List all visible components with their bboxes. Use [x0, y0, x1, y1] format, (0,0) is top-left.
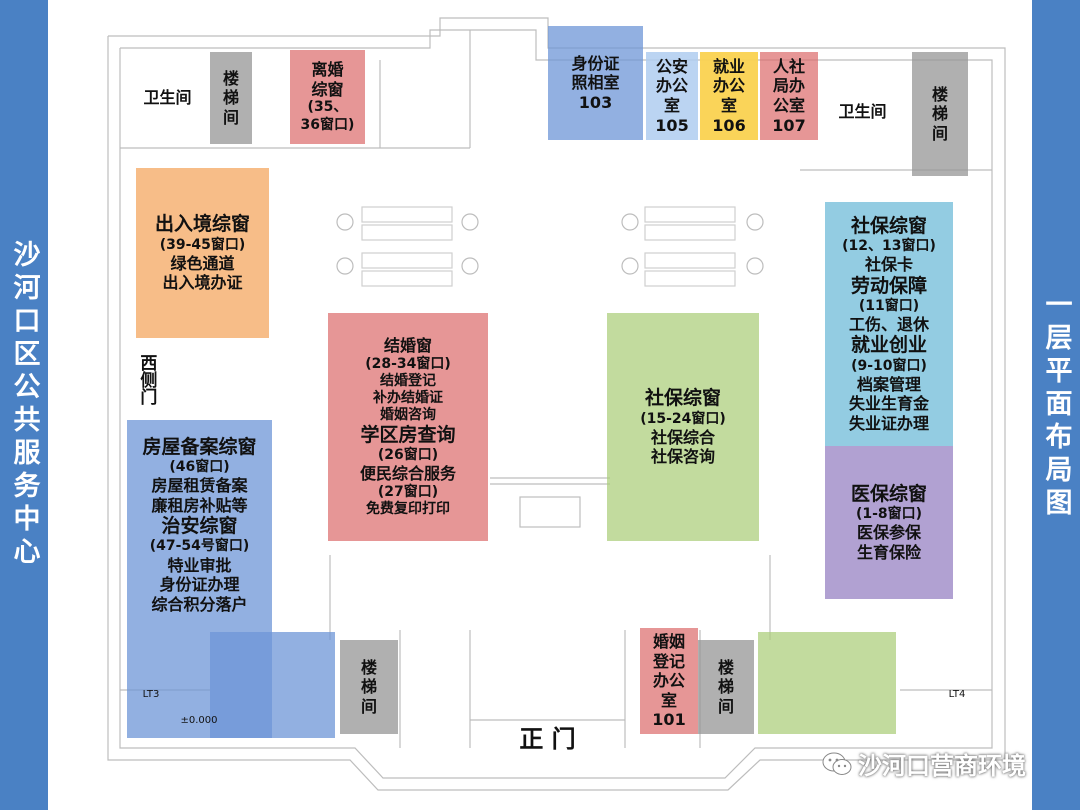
- elevation-label: ±0.000: [180, 714, 218, 726]
- left-title-bar: [0, 0, 48, 810]
- marriage-registration-office-101: 婚姻登记 办公室 101: [640, 628, 698, 734]
- watermark-text: 沙河口营商环境: [858, 752, 1026, 780]
- social-security-center-window: 社保综窗(15-24窗口) 社保综合社保咨询: [607, 313, 759, 541]
- elevator-lt3-label: LT3: [142, 688, 160, 700]
- restroom-left: 卫生间: [143, 88, 192, 108]
- elevator-lt4-label: LT4: [948, 688, 966, 700]
- social-security-right-window: 社保综窗(12、13窗口) 社保卡劳动保障 (11窗口)工伤、退休 就业创业(9…: [825, 202, 953, 446]
- housing-security-annex: [210, 632, 335, 738]
- green-office-bottom-right: [758, 632, 896, 734]
- west-door: 西侧门: [136, 353, 157, 405]
- stair-top-left: 楼梯间: [210, 52, 252, 144]
- marriage-window: 结婚窗(28-34窗口) 结婚登记补办结婚证 婚姻咨询学区房查询 (26窗口)便…: [328, 313, 488, 541]
- outer-wall: [107, 17, 1006, 791]
- seating-grid-left: [361, 206, 453, 287]
- inner-wall: [119, 29, 993, 779]
- right-title: 一层平面布局图: [1040, 289, 1072, 521]
- watermark: 沙河口营商环境: [822, 746, 1026, 781]
- right-title-bar: [1032, 0, 1080, 810]
- stair-bottom-right: 楼梯间: [698, 640, 754, 734]
- divorce-window: 离婚综窗 (35、36窗口): [290, 50, 365, 144]
- restroom-right: 卫生间: [838, 102, 887, 122]
- seating-grid-right: [644, 206, 736, 287]
- stair-bottom-left: 楼梯间: [340, 640, 398, 734]
- left-title: 沙河口区公共服务中心: [8, 240, 40, 570]
- main-gate: 正 门: [519, 725, 576, 754]
- wechat-icon: [822, 752, 852, 775]
- exit-entry-window: 出入境综窗(39-45窗口) 绿色通道出入境办证: [136, 168, 269, 338]
- medical-insurance-window: 医保综窗(1-8窗口) 医保参保生育保险: [825, 446, 953, 599]
- stair-top-right: 楼梯间: [912, 52, 968, 176]
